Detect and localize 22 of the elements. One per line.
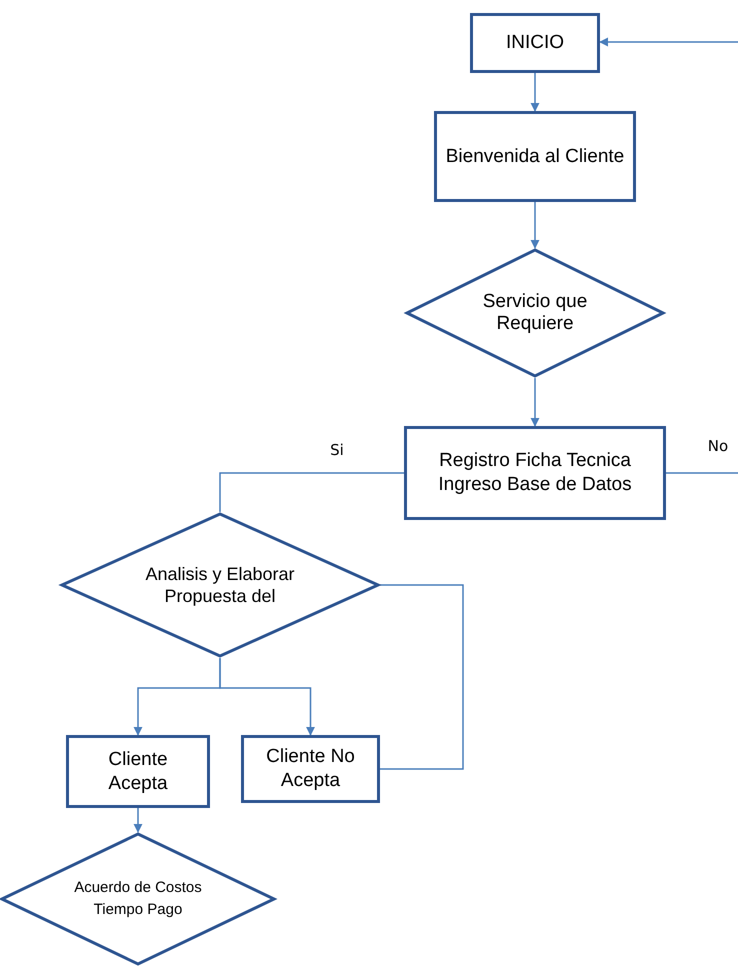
node-label: Analisis y Elaborar Propuesta del: [144, 563, 296, 607]
process-box: [66, 735, 210, 808]
node-label: Servicio que Requiere: [482, 291, 588, 335]
node-label: Cliente Acepta: [107, 748, 169, 796]
node-label: Registro Ficha Tecnica Ingreso Base de Datos: [437, 449, 633, 497]
node-label: INICIO: [506, 31, 564, 55]
connector-line: [134, 808, 142, 833]
process-box: [241, 735, 380, 803]
connector-line: [219, 658, 315, 736]
process-box: [434, 111, 636, 202]
connector-line: [530, 202, 540, 249]
connector-line: [380, 584, 464, 770]
connector-line: [530, 73, 540, 112]
connector-line: [666, 472, 738, 474]
connector-line: [530, 378, 540, 427]
process-box: [470, 13, 600, 73]
process-box: [404, 426, 666, 520]
connector-line: [599, 38, 738, 46]
node-label: Bienvenida al Cliente: [446, 144, 624, 168]
connector-line: [219, 472, 404, 512]
node-label: Acuerdo de Costos Tiempo Pago: [73, 878, 203, 920]
node-label: Cliente No Acepta: [265, 745, 356, 793]
